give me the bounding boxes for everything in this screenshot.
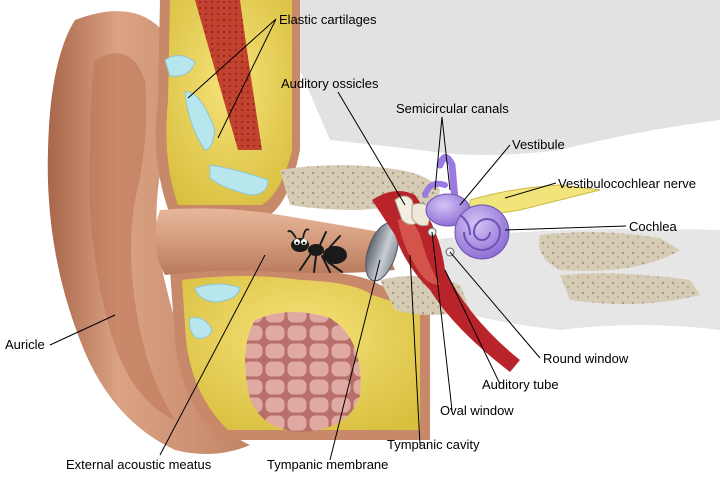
label-auditory-ossicles: Auditory ossicles [281,76,379,91]
label-auditory-tube: Auditory tube [482,377,559,392]
leader-oval-window [431,231,453,411]
tympanic-cavity-shape [372,191,520,372]
head-skin [155,0,300,215]
label-tympanic-membrane: Tympanic membrane [267,457,389,472]
leader-vestibule [459,144,511,206]
label-cochlea: Cochlea [629,219,677,234]
label-auricle: Auricle [5,337,45,352]
label-round-window: Round window [543,351,629,366]
leader-lines [49,18,627,461]
lower-tissue [170,266,430,440]
leader-round-window [449,251,541,359]
leader-vestibulocochlear-nerve [504,182,557,199]
auricle-shape [47,11,251,454]
leader-tympanic-membrane [329,259,381,461]
label-oval-window: Oval window [440,403,514,418]
label-elastic-cartilages: Elastic cartilages [279,12,377,27]
leader-auditory-ossicles [337,91,406,206]
label-vestibulocochlear-nerve: Vestibulocochlear nerve [558,176,697,191]
label-semicircular-canals: Semicircular canals [396,101,509,116]
leader-tympanic-cavity [409,254,421,446]
ear-canal [155,208,395,275]
leader-elastic-cartilages [187,18,277,139]
leader-cochlea [504,225,627,231]
label-vestibule: Vestibule [512,137,565,152]
label-tympanic-cavity: Tympanic cavity [387,437,480,452]
ant-icon [287,228,347,273]
cartilage-patches [164,55,269,339]
leader-auricle [49,314,116,346]
label-external-acoustic-meatus: External acoustic meatus [66,457,212,472]
leader-auditory-tube [444,269,501,385]
leader-external-acoustic-meatus [159,254,266,456]
leader-semicircular-canals [434,116,451,191]
